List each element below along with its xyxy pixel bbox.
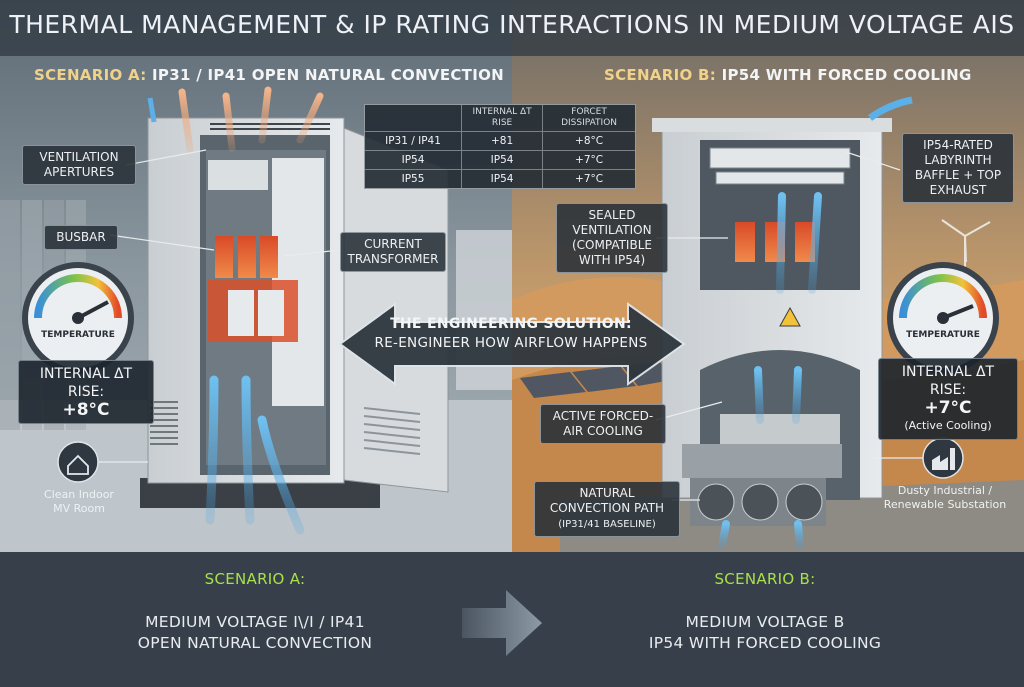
rise-a-value: +8°C bbox=[62, 400, 110, 420]
engineering-solution: THE ENGINEERING SOLUTION: RE-ENGINEER HO… bbox=[348, 316, 674, 351]
room-a-label: Clean Indoor MV Room bbox=[44, 488, 114, 515]
bottom-b-line1: MEDIUM VOLTAGE B bbox=[685, 613, 845, 631]
scenario-b-title: IP54 WITH FORCED COOLING bbox=[721, 66, 972, 84]
scenario-b-heading: SCENARIO B: IP54 WITH FORCED COOLING bbox=[604, 66, 972, 84]
table-cell: IP54 bbox=[460, 169, 543, 188]
rise-b-value: +7°C bbox=[924, 398, 972, 418]
page-title: THERMAL MANAGEMENT & IP RATING INTERACTI… bbox=[9, 10, 1015, 39]
table-row: IP31 / IP41 +81 +8°C bbox=[365, 131, 635, 151]
scenario-a-title: IP31 / IP41 OPEN NATURAL CONVECTION bbox=[152, 66, 505, 84]
natural-path-label: NATURAL CONVECTION PATH bbox=[549, 486, 665, 515]
rise-a-label: INTERNAL ΔT RISE: bbox=[39, 366, 133, 400]
table-cell: +7°C bbox=[542, 169, 635, 188]
callout-sealed-ventilation: SEALED VENTILATION (COMPATIBLE WITH IP54… bbox=[556, 203, 668, 273]
table-cell: IP54 bbox=[460, 150, 543, 170]
arrow-right-icon bbox=[462, 590, 542, 656]
rise-b-sub: (Active Cooling) bbox=[904, 419, 992, 432]
gauge-a-label: TEMPERATURE bbox=[41, 330, 115, 340]
natural-path-sub: (IP31/41 BASELINE) bbox=[558, 519, 656, 530]
table-cell: +7°C bbox=[542, 150, 635, 170]
callout-busbar: BUSBAR bbox=[44, 225, 118, 250]
scenario-a-key: SCENARIO A: bbox=[34, 66, 147, 84]
solution-title: THE ENGINEERING SOLUTION: bbox=[390, 316, 632, 332]
callout-forced-air-cooling: ACTIVE FORCED-AIR COOLING bbox=[540, 404, 666, 444]
table-header: INTERNAL ΔT RISE bbox=[460, 105, 543, 132]
table-header: FORCET DISSIPATION bbox=[542, 105, 635, 132]
table-cell: IP55 bbox=[365, 169, 462, 188]
bottom-scenario-b-key: SCENARIO B: bbox=[714, 570, 816, 588]
table-cell: IP54 bbox=[365, 150, 462, 170]
bottom-a-line1: MEDIUM VOLTAGE I\/I / IP41 bbox=[145, 613, 365, 631]
bottom-scenario-a-key: SCENARIO A: bbox=[204, 570, 306, 588]
callout-current-transformer: CURRENT TRANSFORMER bbox=[340, 232, 446, 272]
table-header bbox=[365, 105, 462, 132]
bottom-b-line2: IP54 WITH FORCED COOLING bbox=[648, 634, 882, 652]
scenario-b-key: SCENARIO B: bbox=[604, 66, 717, 84]
comparison-table: INTERNAL ΔT RISE FORCET DISSIPATION IP31… bbox=[364, 104, 636, 189]
table-row: IP54 IP54 +7°C bbox=[365, 150, 635, 170]
bottom-banner: SCENARIO A: MEDIUM VOLTAGE I\/I / IP41 O… bbox=[0, 552, 1024, 687]
rise-a-box: INTERNAL ΔT RISE: +8°C bbox=[18, 360, 154, 424]
bottom-a-line2: OPEN NATURAL CONVECTION bbox=[137, 634, 373, 652]
scene-illustration bbox=[0, 0, 1024, 552]
rise-b-box: INTERNAL ΔT RISE: +7°C (Active Cooling) bbox=[878, 358, 1018, 440]
callout-natural-convection-path: NATURAL CONVECTION PATH (IP31/41 BASELIN… bbox=[534, 481, 680, 537]
gauge-b-label: TEMPERATURE bbox=[906, 330, 980, 340]
solution-subtitle: RE-ENGINEER HOW AIRFLOW HAPPENS bbox=[374, 335, 648, 351]
callout-labyrinth-baffle: IP54-RATED LABYRINTH BAFFLE + TOP EXHAUS… bbox=[902, 133, 1014, 203]
bottom-scenario-a-desc: MEDIUM VOLTAGE I\/I / IP41 OPEN NATURAL … bbox=[90, 612, 420, 654]
table-cell: +81 bbox=[460, 131, 543, 151]
table-cell: +8°C bbox=[542, 131, 635, 151]
table-row: IP55 IP54 +7°C bbox=[365, 169, 635, 188]
callout-ventilation-apertures: VENTILATION APERTURES bbox=[22, 145, 136, 185]
scenario-a-heading: SCENARIO A: IP31 / IP41 OPEN NATURAL CON… bbox=[34, 66, 504, 84]
rise-b-label: INTERNAL ΔT RISE: bbox=[901, 364, 995, 398]
table-cell: IP31 / IP41 bbox=[365, 131, 462, 151]
bottom-scenario-b-desc: MEDIUM VOLTAGE B IP54 WITH FORCED COOLIN… bbox=[600, 612, 930, 654]
site-b-label: Dusty Industrial / Renewable Substation bbox=[883, 484, 1007, 511]
